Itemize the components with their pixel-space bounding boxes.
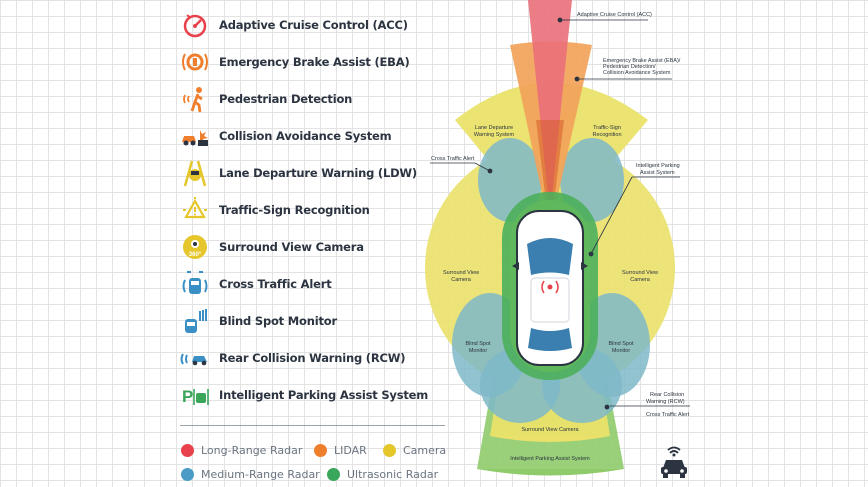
legend-dot [314,444,327,457]
zone-svc-left-line1: Surround View [443,270,479,276]
svg-text:P: P [182,387,193,406]
feature-label: Cross Traffic Alert [219,277,332,291]
feature-ipa: P Intelligent Parking Assist System [180,380,460,410]
rear-collision-icon [180,343,210,373]
feature-label: Lane Departure Warning (LDW) [219,166,417,180]
callout-eba-line3: Collision Avoidance System [603,70,671,76]
feature-label: Surround View Camera [219,240,364,254]
parking-assist-icon: P [180,380,210,410]
feature-label: Blind Spot Monitor [219,314,337,328]
car-illustration [512,210,588,366]
feature-label: Adaptive Cruise Control (ACC) [219,18,408,32]
feature-eba: Emergency Brake Assist (EBA) [180,47,460,77]
legend-label: LIDAR [334,444,367,457]
legend-medium-range-radar: Medium-Range Radar [181,468,320,481]
legend-ultrasonic-radar: Ultrasonic Radar [327,468,438,481]
connected-car-icon [661,446,687,478]
callout-ipa-line1: Intelligent Parking [636,163,680,169]
legend-dot [181,468,194,481]
callout-cta-front: Cross Traffic Alert [431,156,475,162]
legend-dot [327,468,340,481]
legend-camera: Camera [383,444,446,457]
lane-departure-icon [180,158,210,188]
callout-eba-line1: Emergency Brake Assist (EBA)/ [603,58,681,64]
legend-dot [181,444,194,457]
zone-bsm-left-line1: Blind Spot [465,341,491,347]
callout-rcw-line1: Rear Collision [650,392,684,398]
svg-text:360°: 360° [189,252,202,258]
speedometer-icon [180,10,210,40]
zone-svc-left-line2: Camera [451,277,472,283]
feature-label: Pedestrian Detection [219,92,353,106]
callout-ldw-line2: Warning System [474,132,515,138]
feature-ldw: Lane Departure Warning (LDW) [180,158,460,188]
zone-bsm-right-line2: Monitor [612,348,631,354]
pedestrian-icon [180,84,210,114]
zone-bsm-left-line2: Monitor [469,348,488,354]
callout-tsr-line1: Traffic-Sign [593,125,621,131]
zone-svc-right-line2: Camera [630,277,651,283]
legend-label: Ultrasonic Radar [347,468,439,481]
feature-label: Rear Collision Warning (RCW) [219,351,406,365]
legend-label: Camera [403,444,447,457]
feature-collision: Collision Avoidance System [180,121,460,151]
feature-label: Intelligent Parking Assist System [219,388,429,402]
feature-acc: Adaptive Cruise Control (ACC) [180,10,460,40]
legend-long-range-radar: Long-Range Radar [181,444,302,457]
long-range-radar-zone [528,0,572,215]
legend-label: Long-Range Radar [201,444,303,457]
legend-lidar: LIDAR [314,444,367,457]
warning-sign-icon [180,195,210,225]
legend-label: Medium-Range Radar [201,468,320,481]
callout-ipa-line2: Assist System [640,170,675,176]
feature-pedestrian: Pedestrian Detection [180,84,460,114]
callout-ldw-line1: Lane Departure [475,125,513,131]
feature-label: Collision Avoidance System [219,129,392,143]
feature-tsr: Traffic-Sign Recognition [180,195,460,225]
zone-svc-right-line1: Surround View [622,270,658,276]
zone-svc-rear: Surround View Camera [521,427,579,433]
feature-cta: Cross Traffic Alert [180,269,460,299]
legend-dot [383,444,396,457]
feature-bsm: Blind Spot Monitor [180,306,460,336]
camera-360-icon: 360° [180,232,210,262]
feature-rcw: Rear Collision Warning (RCW) [180,343,460,373]
zone-ipa-rear: Intelligent Parking Assist System [510,456,590,462]
cross-traffic-icon [180,269,210,299]
zone-bsm-right-line1: Blind Spot [608,341,634,347]
legend-divider [180,425,445,426]
collision-car-icon [180,121,210,151]
blind-spot-icon [180,306,210,336]
callout-tsr-line2: Recognition [592,132,621,138]
feature-label: Traffic-Sign Recognition [219,203,370,217]
brake-icon [180,47,210,77]
callout-cta-rear: Cross Traffic Alert [646,412,690,418]
feature-svc: 360° Surround View Camera [180,232,460,262]
feature-label: Emergency Brake Assist (EBA) [219,55,410,69]
callout-acc: Adaptive Cruise Control (ACC) [577,12,652,18]
callout-eba-line2: Pedestrian Detection/ [603,64,656,70]
callout-rcw-line2: Warning (RCW) [646,399,685,405]
